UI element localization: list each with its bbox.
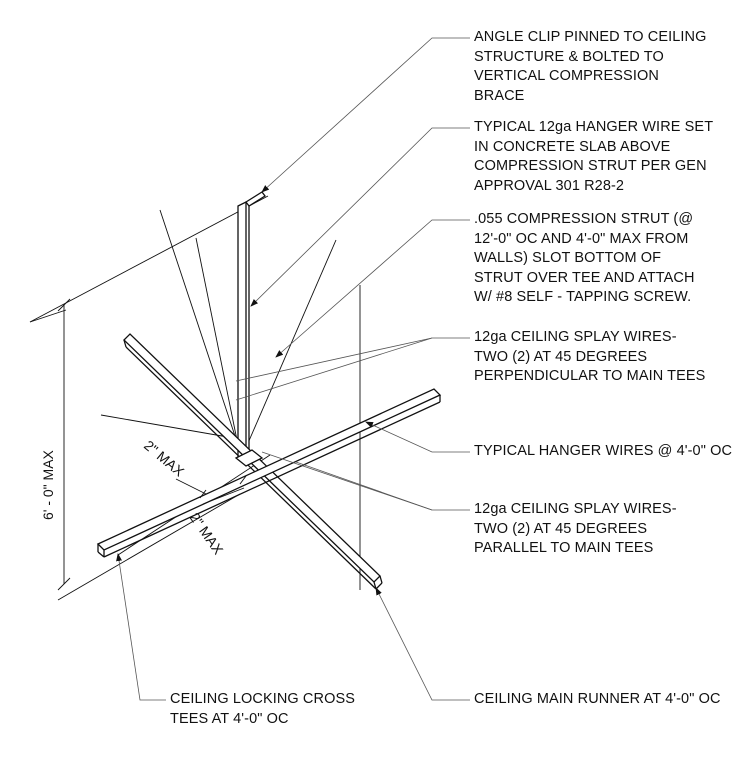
splay-wire-upper bbox=[159, 209, 239, 446]
leader-splay-parallel-a bbox=[295, 461, 470, 511]
splay-wire-left bbox=[195, 237, 241, 456]
leader-splay-parallel-b bbox=[261, 451, 433, 511]
cross-tee bbox=[96, 388, 442, 558]
height-dimension-label: 6' - 0" MAX bbox=[40, 449, 56, 520]
leader-hanger-wires bbox=[365, 421, 470, 453]
leader-cross-tees bbox=[116, 553, 166, 701]
note-angle-clip: ANGLE CLIP PINNED TO CEILING STRUCTURE &… bbox=[474, 29, 707, 104]
leader-angle-clip bbox=[261, 37, 470, 193]
leader-lines bbox=[116, 37, 470, 701]
note-main-runner: CEILING MAIN RUNNER AT 4'-0" OC bbox=[474, 691, 721, 707]
note-hanger-wire-set: TYPICAL 12ga HANGER WIRE SET IN CONCRETE… bbox=[474, 119, 714, 194]
leader-main-runner bbox=[375, 587, 470, 701]
leader-compression-strut bbox=[275, 219, 470, 358]
offset-dimension-lower-label: 2" MAX bbox=[187, 510, 227, 558]
splay-wire-right bbox=[244, 239, 337, 451]
strut-base-connection bbox=[234, 449, 264, 467]
note-splay-perpendicular: 12ga CEILING SPLAY WIRES- TWO (2) AT 45 … bbox=[474, 329, 706, 384]
offset-dimension-upper-label: 2" MAX bbox=[141, 437, 188, 480]
splay-wire-parallel-left bbox=[100, 414, 246, 441]
note-cross-tees: CEILING LOCKING CROSS TEES AT 4'-0" OC bbox=[170, 691, 355, 727]
note-hanger-wires: TYPICAL HANGER WIRES @ 4'-0" OC bbox=[474, 443, 733, 459]
height-dimension bbox=[57, 298, 71, 591]
leader-splay-perpendicular-a bbox=[235, 337, 470, 382]
leader-splay-perpendicular-b bbox=[235, 337, 433, 401]
note-compression-strut: .055 COMPRESSION STRUT (@ 12'-0" OC AND … bbox=[474, 211, 695, 305]
leader-hanger-wire-set bbox=[250, 127, 470, 307]
offset-dimensions bbox=[175, 475, 247, 505]
compression-strut bbox=[237, 191, 266, 461]
note-splay-parallel: 12ga CEILING SPLAY WIRES- TWO (2) AT 45 … bbox=[474, 501, 677, 556]
structure-reference-lines bbox=[29, 195, 269, 601]
